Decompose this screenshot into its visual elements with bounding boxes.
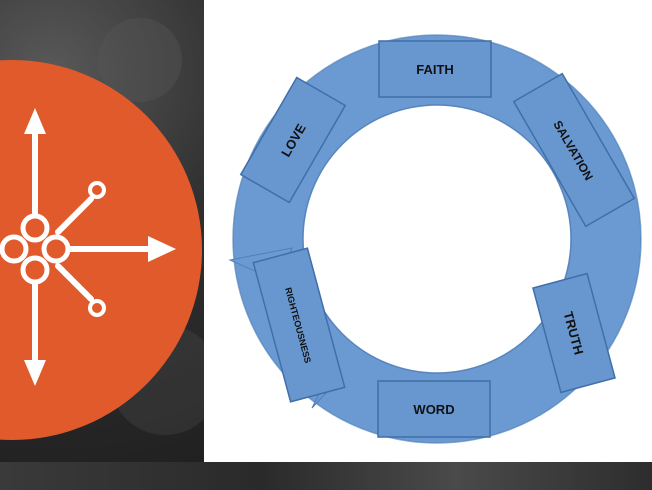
segment-love: LOVE <box>239 76 347 204</box>
arrows-emblem-icon <box>0 108 176 386</box>
background-shape <box>98 18 182 102</box>
ring-outer-edge <box>232 34 642 444</box>
cycle-diagram-panel: FAITH SALVATION TRUTH WORD RIGHTEOUSNESS <box>204 0 652 462</box>
segment-righteousness: RIGHTEOUSNESS <box>252 247 346 403</box>
segment-label: FAITH <box>416 62 454 77</box>
bottom-photo-strip <box>0 462 652 490</box>
segment-word: WORD <box>377 380 491 438</box>
segment-salvation: SALVATION <box>512 72 636 228</box>
cycle-diagram: FAITH SALVATION TRUTH WORD RIGHTEOUSNESS <box>228 34 642 444</box>
ring-inner-edge <box>302 104 572 374</box>
segment-faith: FAITH <box>378 40 492 98</box>
segment-truth: TRUTH <box>532 272 616 394</box>
segment-label: WORD <box>413 402 454 417</box>
left-photo-panel <box>0 0 204 490</box>
orange-emblem <box>0 18 204 440</box>
